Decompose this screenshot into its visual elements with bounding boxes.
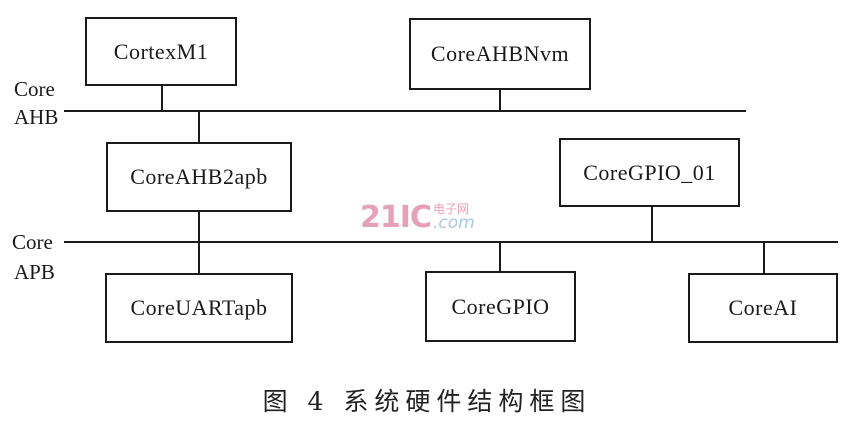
apb-bus-label-line2: APB <box>14 260 55 284</box>
apb-bus-label-line1: Core <box>12 230 53 254</box>
coregpio-block: CoreGPIO <box>425 271 576 342</box>
coreuartapb-block: CoreUARTapb <box>105 273 293 343</box>
ahb-bus-label-line1: Core <box>14 77 55 101</box>
coreahb2apb-block: CoreAHB2apb <box>106 142 292 212</box>
ahb-bus-label-line2: AHB <box>14 105 59 129</box>
watermark-sub: 电子网 .com <box>433 203 475 232</box>
cortexm1-block: CortexM1 <box>85 17 237 86</box>
coreahbnvm-block: CoreAHBNvm <box>409 18 591 90</box>
coreai-block: CoreAI <box>688 273 838 343</box>
watermark-top-text: 电子网 <box>432 201 469 216</box>
watermark-logo: 21IC 电子网 .com <box>360 197 475 237</box>
coregpio01-block: CoreGPIO_01 <box>559 138 740 207</box>
watermark-bottom-text: .com <box>432 212 475 233</box>
figure-caption: 图 4 系统硬件结构框图 <box>262 387 592 416</box>
watermark-main-text: 21IC <box>360 199 432 235</box>
